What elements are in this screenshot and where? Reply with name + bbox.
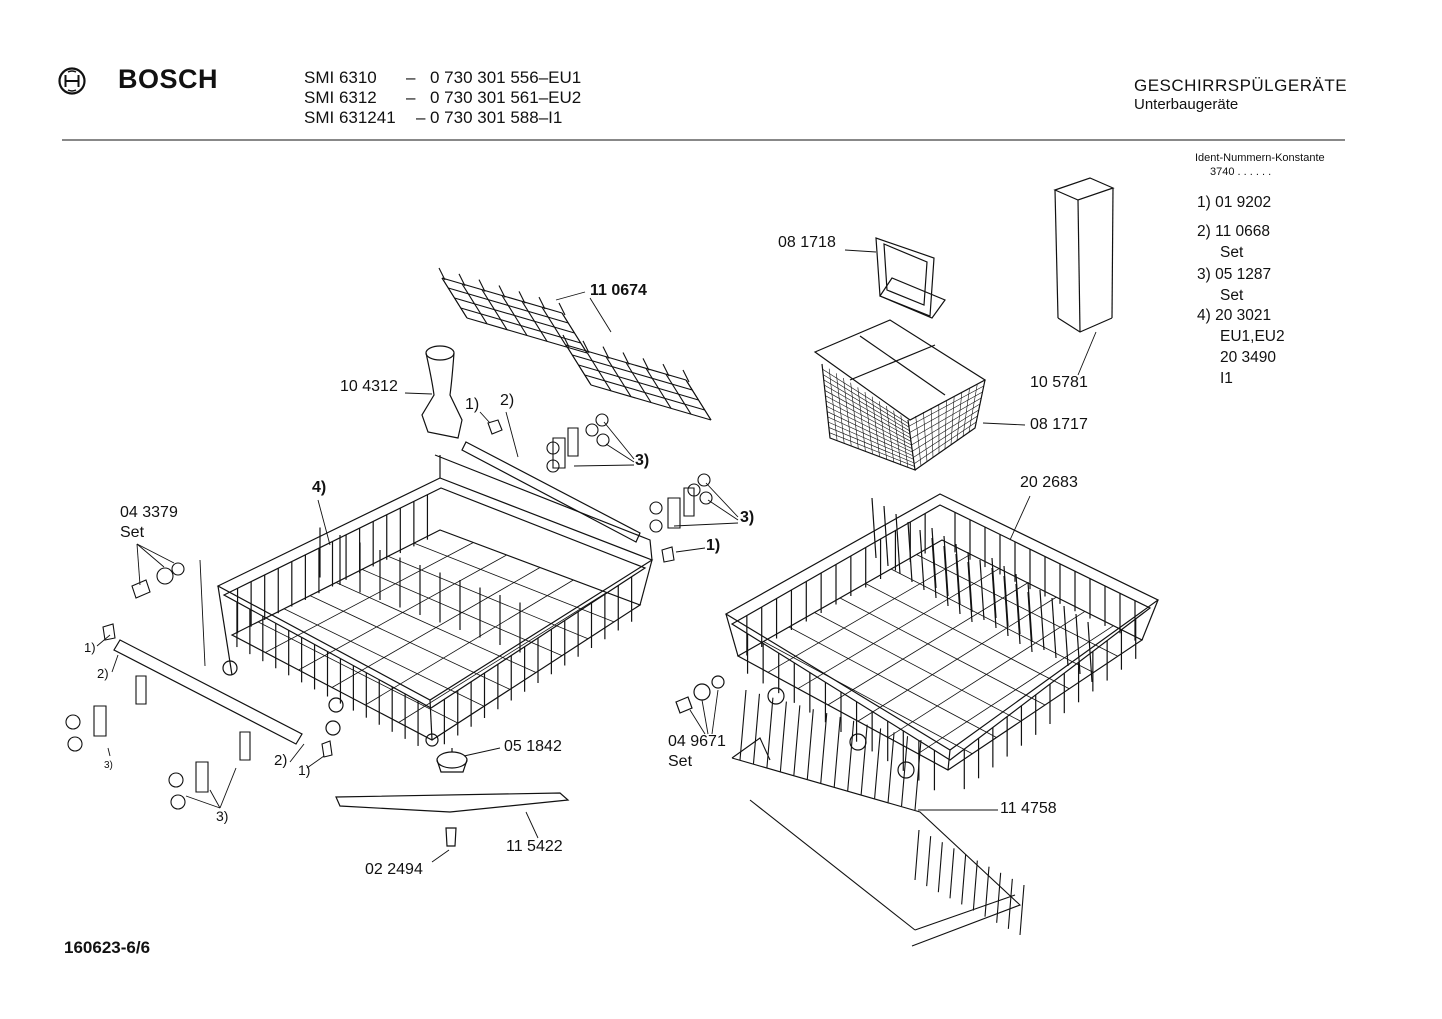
label-ref1-top: 1) [465,396,480,413]
leader-lines [97,250,1096,862]
label-ref1-bottom: 1) [298,762,311,778]
brand-name: BOSCH [118,64,219,94]
label-ref2-top: 2) [500,392,515,409]
label-114758: 11 4758 [1000,800,1057,817]
note-4: 4) 20 3021 EU1,EU2 20 3490 I1 [1197,307,1285,387]
bosch-logo-icon [57,66,87,101]
bearing-hardware-drawing [66,414,712,809]
tall-holder-drawing [1055,178,1113,332]
tine-insert-drawing [732,690,1024,946]
label-049671: 04 9671 [668,733,726,750]
label-ref3-left-a: 3) [104,760,113,771]
ident-value: 3740 . . . . . . [1210,166,1272,178]
label-115422: 11 5422 [506,838,563,855]
subcategory-title: Unterbaugeräte [1134,96,1239,113]
note-1: 1) 01 9202 [1197,194,1272,211]
label-ref2-bottom: 2) [274,752,288,769]
label-022494: 02 2494 [365,861,423,878]
drawing-number: 160623-6/6 [64,938,151,957]
cutlery-basket-drawing [815,238,985,470]
label-ref3-a: 3) [635,452,650,469]
label-051842: 05 1842 [504,738,562,755]
bottle-holder-drawing [422,346,462,438]
label-ref2-left: 2) [97,666,109,681]
label-ref3-b: 3) [740,509,755,526]
label-ref3-left-b: 3) [216,808,229,824]
label-105781: 10 5781 [1030,374,1088,391]
label-ref1-right: 1) [706,537,721,554]
category-title: GESCHIRRSPÜLGERÄTE [1134,76,1348,95]
label-104312: 10 4312 [340,378,398,395]
label-081717: 08 1717 [1030,416,1088,433]
model-list: SMI 6310 – 0 730 301 556–EU1 SMI 6312 – … [304,68,582,128]
label-043379-set: Set [120,524,145,541]
model-row: SMI 631241 – 0 730 301 588–I1 [304,108,563,127]
spray-arm-drawing [336,748,568,846]
label-110674: 11 0674 [590,282,647,299]
cutlery-holder-drawing [439,268,711,420]
note-2: 2) 11 0668 Set [1197,223,1270,261]
upper-basket-drawing [218,455,652,746]
label-081718: 08 1718 [778,234,836,251]
model-row: SMI 6312 – 0 730 301 561–EU2 [304,88,582,107]
model-row: SMI 6310 – 0 730 301 556–EU1 [304,68,582,87]
label-043379: 04 3379 [120,504,178,521]
label-ref4: 4) [312,479,327,496]
rail-drawing [114,442,640,744]
label-ref1-left: 1) [84,640,96,655]
label-202683: 20 2683 [1020,474,1078,491]
label-049671-set: Set [668,753,693,770]
note-3: 3) 05 1287 Set [1197,266,1272,304]
ident-title: Ident-Nummern-Konstante [1195,152,1325,164]
lower-basket-drawing [676,494,1158,790]
